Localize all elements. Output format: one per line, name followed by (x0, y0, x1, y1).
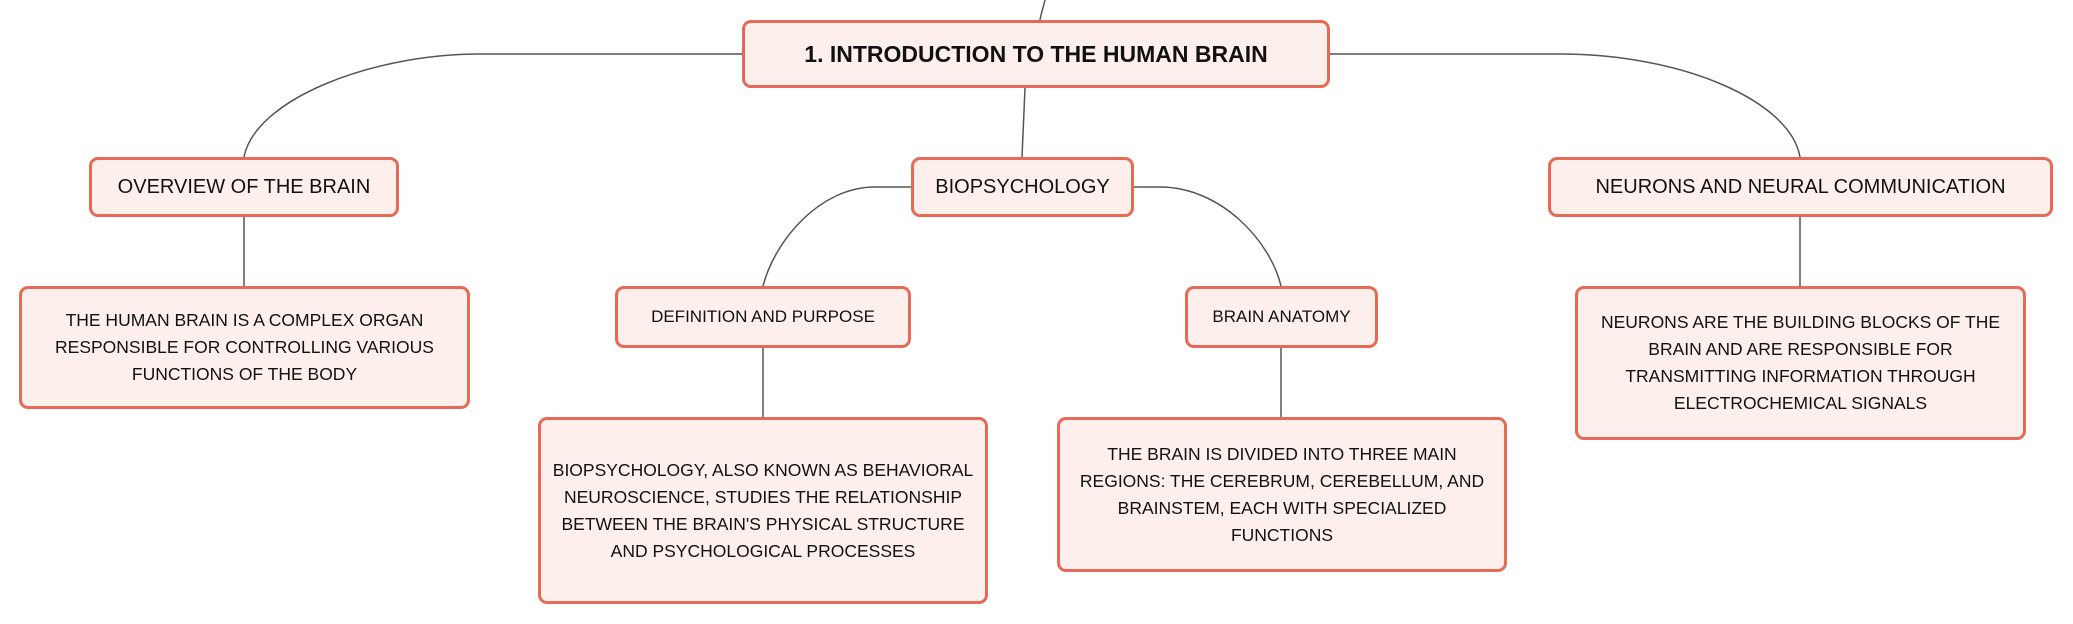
topic-node-neurons[interactable]: NEURONS AND NEURAL COMMUNICATION (1548, 157, 2053, 217)
description-text-anatomy: THE BRAIN IS DIVIDED INTO THREE MAIN REG… (1079, 443, 1485, 545)
description-node-definition[interactable]: BIOPSYCHOLOGY, ALSO KNOWN AS BEHAVIORAL … (538, 417, 988, 604)
connector-parent-to-root (1039, 0, 1046, 21)
description-node-anatomy[interactable]: THE BRAIN IS DIVIDED INTO THREE MAIN REG… (1057, 417, 1507, 572)
root-topic-node[interactable]: 1. INTRODUCTION TO THE HUMAN BRAIN (742, 20, 1330, 88)
description-text-definition: BIOPSYCHOLOGY, ALSO KNOWN AS BEHAVIORAL … (552, 459, 974, 561)
connector-biopsychology-to-definition (762, 186, 911, 287)
subtopic-label-definition: DEFINITION AND PURPOSE (651, 307, 875, 326)
connector-root-to-neurons (1330, 53, 1801, 158)
connector-biopsychology-to-anatomy (1134, 186, 1282, 287)
connector-root-to-biopsychology (1021, 87, 1026, 158)
topic-node-overview[interactable]: OVERVIEW OF THE BRAIN (89, 157, 399, 217)
topic-label-biopsychology: BIOPSYCHOLOGY (935, 175, 1110, 198)
topic-label-neurons: NEURONS AND NEURAL COMMUNICATION (1595, 175, 2006, 198)
subtopic-node-definition[interactable]: DEFINITION AND PURPOSE (615, 286, 911, 348)
description-node-overview[interactable]: THE HUMAN BRAIN IS A COMPLEX ORGAN RESPO… (19, 286, 470, 409)
subtopic-label-anatomy: BRAIN ANATOMY (1212, 307, 1351, 326)
description-text-neurons: NEURONS ARE THE BUILDING BLOCKS OF THE B… (1600, 312, 2001, 413)
topic-node-biopsychology[interactable]: BIOPSYCHOLOGY (911, 157, 1134, 217)
description-node-neurons[interactable]: NEURONS ARE THE BUILDING BLOCKS OF THE B… (1575, 286, 2026, 440)
root-topic-label: 1. INTRODUCTION TO THE HUMAN BRAIN (804, 40, 1268, 67)
connector-root-to-overview (243, 53, 742, 158)
topic-label-overview: OVERVIEW OF THE BRAIN (117, 175, 371, 198)
description-text-overview: THE HUMAN BRAIN IS A COMPLEX ORGAN RESPO… (55, 310, 434, 384)
subtopic-node-anatomy[interactable]: BRAIN ANATOMY (1185, 286, 1378, 348)
